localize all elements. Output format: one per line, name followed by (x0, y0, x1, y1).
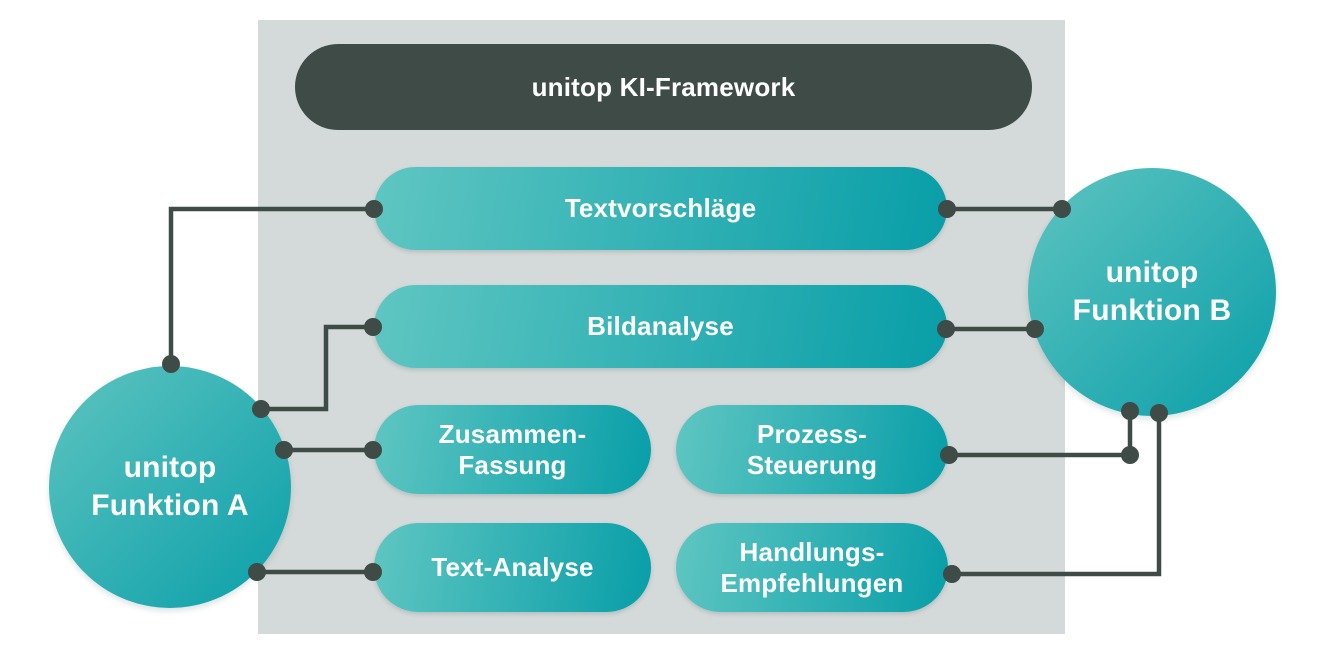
module-label: Bildanalyse (587, 311, 734, 341)
module-label: Handlungs- Empfehlungen (720, 536, 904, 598)
function-label: unitop Funktion B (1072, 255, 1232, 327)
module-pill-textanalyse: Text-Analyse (374, 523, 651, 612)
function-circle-funktion-b: unitop Funktion B (1028, 168, 1276, 416)
framework-title: unitop KI-Framework (531, 71, 796, 102)
module-label: Zusammen- Fassung (438, 418, 587, 480)
framework-title-pill: unitop KI-Framework (295, 44, 1032, 130)
module-pill-prozesssteuerung: Prozess- Steuerung (676, 405, 948, 494)
module-pill-textvorschlaege: Textvorschläge (374, 167, 947, 250)
module-pill-bildanalyse: Bildanalyse (374, 285, 947, 368)
module-label: Text-Analyse (431, 552, 594, 583)
function-label: unitop Funktion A (91, 450, 249, 522)
module-pill-handlungsempfehlungen: Handlungs- Empfehlungen (676, 523, 948, 612)
module-pill-zusammenfassung: Zusammen- Fassung (374, 405, 651, 494)
connection-dot (1121, 446, 1139, 464)
module-label: Textvorschläge (564, 193, 757, 223)
module-label: Prozess- Steuerung (746, 418, 878, 480)
function-circle-funktion-a: unitop Funktion A (49, 366, 291, 608)
